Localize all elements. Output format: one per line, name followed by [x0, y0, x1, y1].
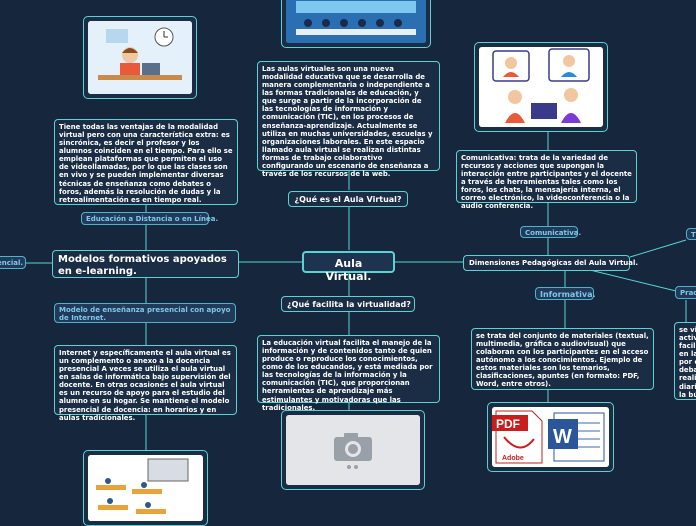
presencial-tag[interactable]: Modelo de enseñanza presencial con apoyo… [54, 303, 236, 323]
informativa-text-content: se trata del conjunto de materiales (tex… [476, 332, 649, 389]
informativa-text: se trata del conjunto de materiales (tex… [471, 328, 654, 390]
informativa-tag-label: Informativa. [540, 290, 596, 299]
pdf-word-icon: PDF Adobe W [492, 407, 609, 467]
distance-text-content: Tiene todas las ventajas de la modalidad… [59, 123, 233, 204]
distance-text: Tiene todas las ventajas de la modalidad… [54, 119, 238, 205]
comunicativa-text-content: Comunicativa: trata de la variedad de re… [461, 154, 632, 211]
models-node[interactable]: Modelos formativos apoyados en e-learnin… [52, 250, 239, 278]
definition-text: Las aulas virtuales son una nueva modali… [257, 61, 440, 178]
presencial-tag-label: Modelo de enseñanza presencial con apoyo… [59, 306, 231, 323]
facilitates-text: La educación virtual facilita el manejo … [257, 335, 440, 412]
computer-lab-illustration-icon [88, 455, 203, 521]
practica-text-content: se vi activ facili en la por e debat rea… [679, 326, 696, 399]
classroom-illustration-icon [286, 0, 426, 43]
practica-tag[interactable]: Practi [675, 286, 696, 299]
left-edge-tag[interactable]: encial. [0, 256, 26, 269]
left-edge-tag-label: encial. [0, 259, 24, 267]
student-laptop-illustration-icon [88, 21, 192, 94]
central-title: Aula Virtual. [325, 257, 372, 283]
computer-lab-image [83, 450, 208, 526]
comunicativa-text: Comunicativa: trata de la variedad de re… [456, 150, 637, 210]
practica-text: se vi activ facili en la por e debat rea… [674, 322, 696, 400]
image-placeholder [281, 410, 425, 490]
video-call-illustration-icon [479, 47, 603, 127]
student-image [83, 16, 197, 99]
definition-text-content: Las aulas virtuales son una nueva modali… [262, 65, 433, 179]
dimensions-title: Dimensiones Pedagógicas del Aula Virtual… [469, 259, 639, 267]
central-node[interactable]: Aula Virtual. [302, 251, 395, 283]
presencial-text: Internet y específicamente el aula virtu… [54, 345, 237, 422]
distance-tag-label: Educación a Distancia o en Línea. [86, 215, 219, 223]
camera-icon [286, 415, 420, 485]
pdf-word-image: PDF Adobe W [487, 402, 614, 472]
question-facilitates-label: ¿Qué facilita la virtualidad? [287, 300, 411, 309]
classroom-image [281, 0, 431, 48]
question-what-label: ¿Qué es el Aula Virtual? [294, 195, 402, 204]
comunicativa-tag[interactable]: Comunicativa. [520, 226, 582, 238]
right-edge-tag-label: T [691, 231, 696, 239]
presencial-text-content: Internet y específicamente el aula virtu… [59, 349, 231, 422]
question-facilitates-node[interactable]: ¿Qué facilita la virtualidad? [281, 296, 415, 312]
pdf-label: PDF [496, 417, 520, 431]
comunicativa-tag-label: Comunicativa. [525, 229, 582, 237]
dimensions-node[interactable]: Dimensiones Pedagógicas del Aula Virtual… [463, 255, 638, 271]
word-label: W [553, 426, 572, 448]
video-call-image [474, 42, 608, 132]
question-what-node[interactable]: ¿Qué es el Aula Virtual? [288, 191, 408, 207]
models-title: Modelos formativos apoyados en e-learnin… [58, 254, 227, 277]
link-dimensions-right [629, 239, 687, 258]
facilitates-text-content: La educación virtual facilita el manejo … [262, 339, 433, 412]
distance-tag[interactable]: Educación a Distancia o en Línea. [81, 212, 218, 225]
link-dimensions-practica [589, 269, 677, 292]
informativa-tag[interactable]: Informativa. [535, 287, 596, 300]
practica-tag-label: Practi [680, 289, 696, 297]
adobe-label: Adobe [502, 455, 524, 462]
right-edge-tag[interactable]: T [686, 228, 696, 240]
